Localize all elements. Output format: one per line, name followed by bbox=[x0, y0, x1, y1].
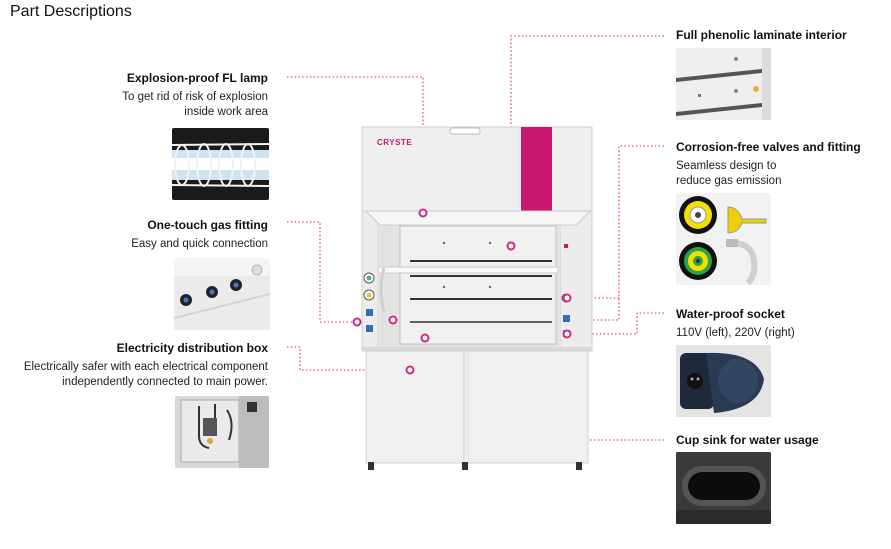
dot-socket bbox=[562, 329, 572, 339]
valves-title: Corrosion-free valves and fitting bbox=[676, 140, 861, 154]
interior-photo bbox=[676, 48, 771, 120]
socket-title: Water-proof socket bbox=[676, 307, 785, 321]
electric-box-photo bbox=[175, 396, 269, 468]
valves-desc-1: Seamless design to bbox=[676, 160, 777, 172]
page-title: Part Descriptions bbox=[10, 3, 132, 20]
lamp-desc-1: To get rid of risk of explosion bbox=[122, 91, 268, 103]
interior-title: Full phenolic laminate interior bbox=[676, 28, 847, 42]
dot-sink bbox=[420, 333, 430, 343]
brand-label: CRYSTE bbox=[377, 138, 413, 147]
lamp-desc-2: inside work area bbox=[184, 106, 268, 118]
sink-photo bbox=[676, 452, 771, 524]
valves-desc-2: reduce gas emission bbox=[676, 175, 782, 187]
dot-valves-right bbox=[562, 293, 572, 303]
lamp-title: Explosion-proof FL lamp bbox=[126, 71, 268, 85]
dot-gas bbox=[352, 317, 362, 327]
valves-photo bbox=[676, 193, 771, 285]
gas-desc-1: Easy and quick connection bbox=[131, 238, 268, 250]
dot-valves bbox=[388, 315, 398, 325]
lamp-photo bbox=[172, 128, 269, 200]
fume-hood-illustration bbox=[361, 126, 593, 470]
gas-fitting-photo bbox=[174, 258, 270, 330]
electric-desc-2: independently connected to main power. bbox=[62, 376, 268, 388]
socket-photo bbox=[676, 345, 771, 417]
socket-desc-1: 110V (left), 220V (right) bbox=[676, 327, 795, 339]
dot-electric bbox=[405, 365, 415, 375]
dot-interior bbox=[506, 241, 516, 251]
dot-lamp bbox=[418, 208, 428, 218]
leader-line-gas bbox=[287, 221, 357, 323]
electric-desc-1: Electrically safer with each electrical … bbox=[23, 361, 268, 373]
gas-title: One-touch gas fitting bbox=[147, 218, 268, 232]
electric-title: Electricity distribution box bbox=[116, 341, 268, 355]
sink-title: Cup sink for water usage bbox=[676, 433, 819, 447]
